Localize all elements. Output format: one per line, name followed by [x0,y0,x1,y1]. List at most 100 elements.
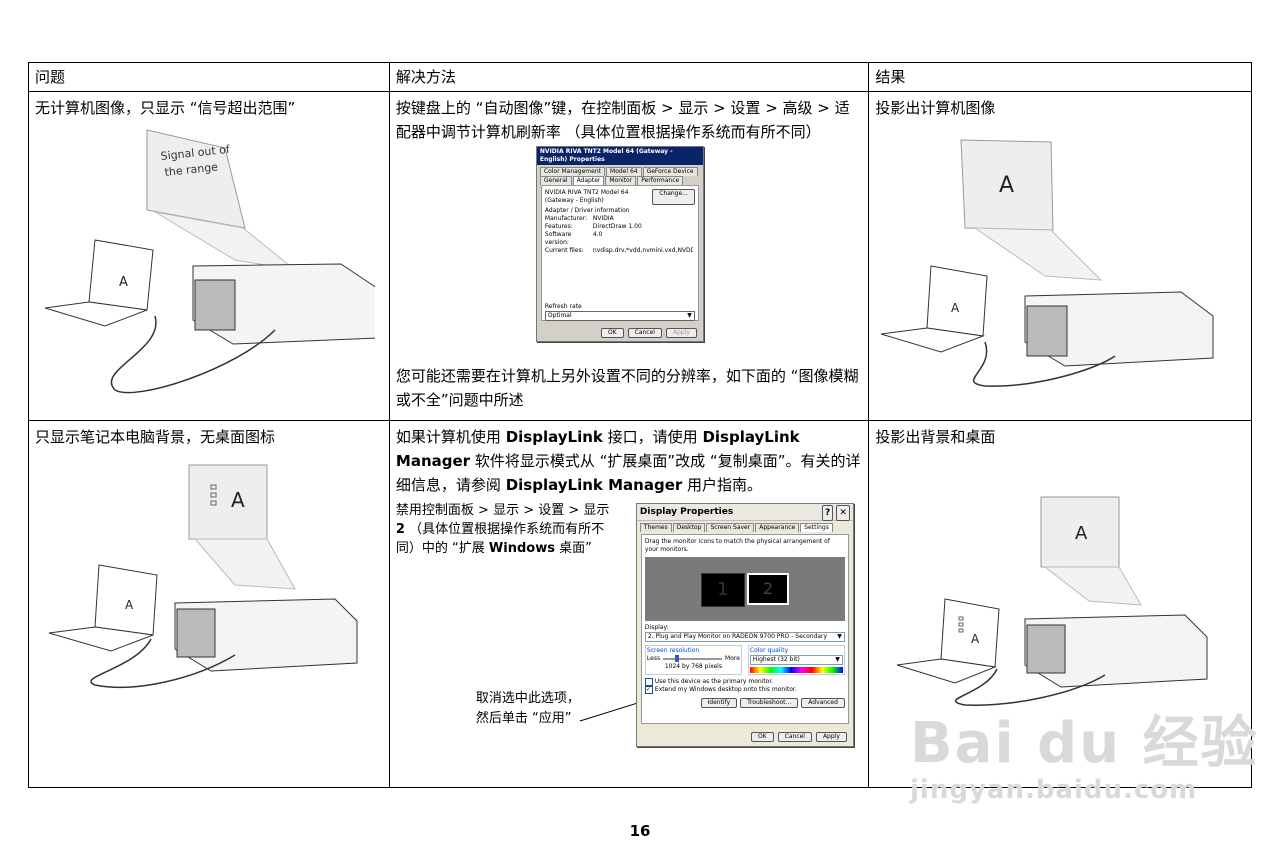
apply-button[interactable]: Apply [815,732,847,742]
projector-background-illustration: A A [48,464,358,688]
color-quality-label: Color quality [749,647,789,654]
resolution-value: 1024 by 768 pixels [664,663,722,670]
display-properties-dialog: Display Properties ? ✕ Themes Desktop Sc… [635,503,854,747]
chevron-down-icon: ▼ [835,656,840,663]
refresh-rate-label: Refresh rate [544,303,582,310]
info-value: DirectDraw 1.00 [592,223,642,230]
tab-adapter[interactable]: Adapter [572,176,605,185]
close-icon[interactable]: ✕ [836,505,850,521]
row1-solution-text: 按键盘上的 “自动图像”键，在控制面板 > 显示 > 设置 > 高级 > 适配器… [395,99,850,141]
refresh-rate-select[interactable]: Optimal ▼ [544,311,695,321]
row1-result-text: 投影出计算机图像 [875,99,996,117]
display-value: 2. Plug and Play Monitor on RADEON 9700 … [647,633,828,640]
row1-problem-cell: 无计算机图像，只显示 “信号超出范围” Signal out of the ra… [28,91,390,421]
ok-button[interactable]: OK [750,732,774,742]
primary-monitor-checkbox[interactable] [644,678,653,686]
row1-problem-text: 无计算机图像，只显示 “信号超出范围” [35,99,296,117]
row2-problem-text: 只显示笔记本电脑背景，无桌面图标 [35,428,276,446]
baidu-watermark: Bai du 经验 jingyan.baidu.com [910,698,1259,805]
color-quality-value: Highest (32 bit) [752,656,800,663]
displaylink-manager-bold: DisplayLink Manager [505,476,683,494]
display-label: Display: [644,624,669,631]
displaylink-bold: DisplayLink [505,428,603,446]
projector-result-illustration: A A [881,139,1214,387]
tab-screen-saver[interactable]: Screen Saver [706,523,755,532]
advanced-button[interactable]: Advanced [801,698,845,708]
laptop-bg-letter: A [125,598,134,612]
row2-result-cell: 投影出背景和桌面 A A [868,420,1252,788]
info-label: Features: [544,223,573,230]
dialog-title: NVIDIA RIVA TNT2 Model 64 (Gateway - Eng… [536,147,703,165]
ok-button[interactable]: OK [600,328,624,338]
apply-button[interactable]: Apply [665,328,697,338]
note-part: （具体位置根据操作系统而有所不同）中的 “扩展 [395,522,605,556]
nvidia-properties-dialog: NVIDIA RIVA TNT2 Model 64 (Gateway - Eng… [535,146,704,342]
tab-performance[interactable]: Performance [637,176,684,185]
troubleshoot-button[interactable]: Troubleshoot... [740,698,799,708]
tab-monitor[interactable]: Monitor [605,176,637,185]
change-button[interactable]: Change... [652,189,695,205]
note-bold-windows: Windows [488,541,555,556]
bg-screen-letter: A [231,488,245,512]
svg-text:A: A [119,275,128,290]
tab-color-management[interactable]: Color Management [539,167,606,176]
extend-desktop-checkbox[interactable]: ✓ [644,686,653,694]
tab-geforce-device[interactable]: GeForce Device [642,167,698,176]
tab-appearance[interactable]: Appearance [755,523,800,532]
display-select[interactable]: 2. Plug and Play Monitor on RADEON 9700 … [644,632,845,642]
solution-text-part: 软件将显示模式从 “扩展桌面”改成 “复制桌面”。有关的详细信息，请参阅 [395,452,861,494]
help-icon[interactable]: ? [821,505,834,521]
signal-out-text-2: the range [164,160,219,179]
info-value: 4.0 [592,231,603,238]
cancel-button[interactable]: Cancel [627,328,662,338]
note-part: 桌面” [554,541,592,556]
solution-text-part: 如果计算机使用 [395,428,506,446]
slider-thumb[interactable] [675,655,680,662]
info-label: Software version: [544,231,572,246]
resolution-label: Screen resolution [646,647,700,654]
monitor-2-icon[interactable]: 2 [746,573,789,605]
projector-signal-illustration: Signal out of the range A [44,129,375,394]
tab-themes[interactable]: Themes [639,523,672,532]
info-value: nvdisp.drv,*vdd,nvmini.vxd,NVDDDC.DLL [592,247,693,254]
row1-result-cell: 投影出计算机图像 A A [868,91,1252,421]
displaylink-manager-bold: DisplayLink Manager [395,428,800,470]
monitor-arrangement-area[interactable]: 1 2 [644,557,845,621]
driver-section-label: Adapter / Driver information [544,207,630,214]
row1-solution-cell: 按键盘上的 “自动图像”键，在控制面板 > 显示 > 设置 > 高级 > 适配器… [388,91,870,421]
watermark-main: Bai du 经验 [910,711,1259,776]
header-problem: 问题 [28,62,390,92]
resolution-slider[interactable] [663,655,723,662]
row2-result-text: 投影出背景和桌面 [875,428,996,446]
callout-text: 取消选中此选项，然后单击 “应用” [475,691,580,726]
result-screen-letter: A [999,173,1014,198]
callout-line [579,700,645,722]
note-bold-2: 2 [395,522,405,537]
refresh-rate-value: Optimal [547,312,572,319]
solution-text-part: 接口，请使用 [602,428,703,446]
monitor-1-icon[interactable]: 1 [700,573,745,607]
extend-desktop-label: Extend my Windows desktop onto this moni… [654,686,797,693]
tab-settings[interactable]: Settings [800,523,833,532]
info-value: NVIDIA [592,215,614,222]
cancel-button[interactable]: Cancel [777,732,812,742]
row2-problem-cell: 只显示笔记本电脑背景，无桌面图标 A A [28,420,390,788]
laptop-desktop-letter: A [971,632,980,646]
info-label: Manufacturer: [544,215,588,222]
tab-general[interactable]: General [539,176,572,185]
tab-model-64[interactable]: Model 64 [606,167,642,176]
more-label: More [725,655,740,662]
color-quality-select[interactable]: Highest (32 bit) ▼ [749,655,843,665]
color-spectrum-bar [749,667,843,673]
watermark-url: jingyan.baidu.com [910,775,1198,805]
disable-extend-note: 禁用控制面板 > 显示 > 设置 > 显示 2 （具体位置根据操作系统而有所不同… [396,501,622,558]
identify-button[interactable]: Identify [700,698,738,708]
row1-solution-note: 您可能还需要在计算机上另外设置不同的分辨率，如下面的 “图像模糊或不全”问题中所… [395,367,859,409]
tab-desktop[interactable]: Desktop [672,523,706,532]
row2-solution-text: 如果计算机使用 DisplayLink 接口，请使用 DisplayLink M… [396,425,863,497]
dialog-title: Display Properties [639,507,734,517]
chevron-down-icon: ▼ [837,633,842,640]
note-part: 禁用控制面板 > 显示 > 设置 > 显示 [395,503,610,518]
laptop-screen-letter: A [951,301,960,315]
troubleshooting-table: 问题 解决方法 结果 无计算机图像，只显示 “信号超出范围” Signal ou… [28,62,1252,788]
